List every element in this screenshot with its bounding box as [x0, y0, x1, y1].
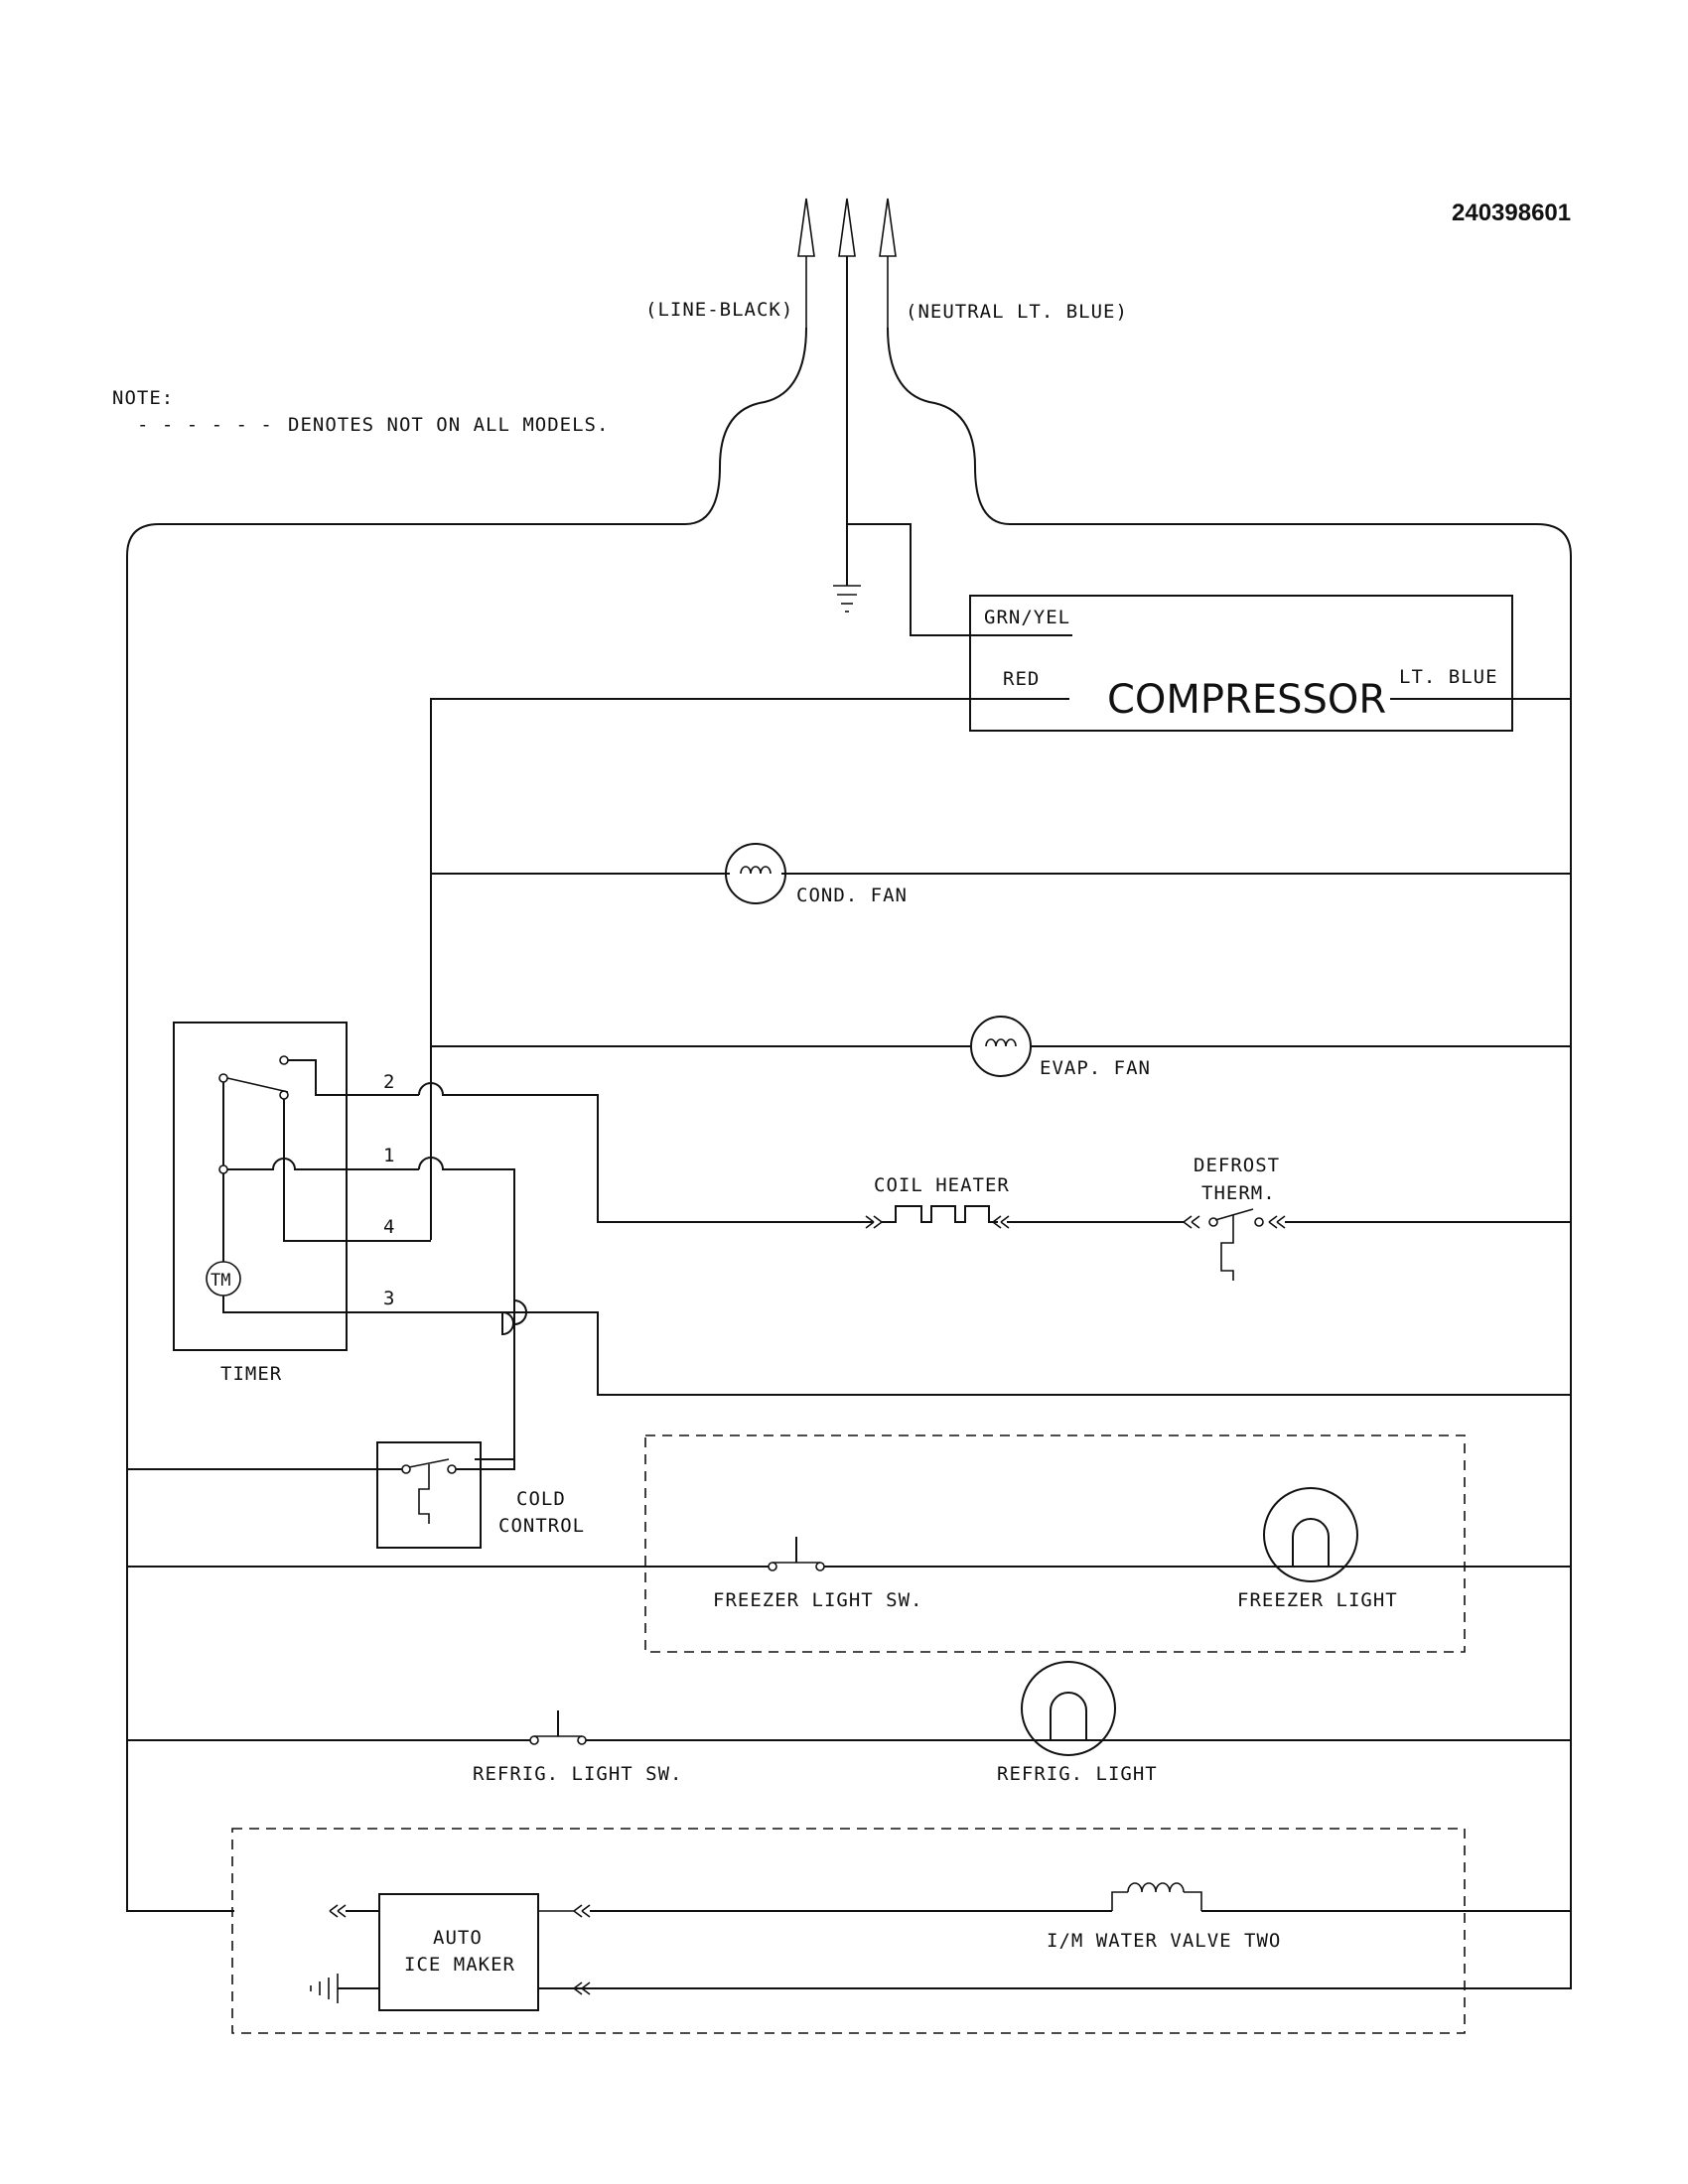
cold-control-label-line1: COLD	[516, 1488, 566, 1510]
neutral-label: (NEUTRAL LT. BLUE)	[906, 301, 1128, 323]
timer-label: TIMER	[220, 1363, 282, 1385]
neutral-bus	[538, 327, 1572, 1989]
compressor-terminal-red: RED	[1003, 668, 1040, 690]
refrig-light-switch: REFRIG. LIGHT SW.	[127, 1710, 682, 1785]
refrig-light-switch-label: REFRIG. LIGHT SW.	[473, 1763, 682, 1785]
compressor: COMPRESSOR GRN/YEL RED LT. BLUE	[969, 595, 1571, 732]
timer-terminal-1: 1	[383, 1145, 395, 1166]
timer-terminal-2: 2	[383, 1071, 395, 1093]
ground-symbol	[833, 256, 1072, 636]
ice-maker-label-line1: AUTO	[433, 1927, 483, 1949]
evap-fan: EVAP. FAN	[970, 1016, 1151, 1079]
freezer-light: FREEZER LIGHT	[1237, 1487, 1398, 1611]
distribution-wire	[430, 698, 1069, 1240]
neutral-arrow	[879, 198, 897, 257]
cond-fan-label: COND. FAN	[796, 885, 908, 906]
timer-motor-label: TM	[211, 1271, 230, 1291]
timer-terminal-3: 3	[383, 1288, 395, 1309]
refrig-light: REFRIG. LIGHT	[997, 1661, 1158, 1785]
defrost-therm-label-line2: THERM.	[1201, 1182, 1276, 1204]
cold-control: COLD CONTROL	[127, 1441, 585, 1549]
timer: TIMER TM 2 1 4 3	[173, 1022, 514, 1385]
note-text: DENOTES NOT ON ALL MODELS.	[288, 414, 609, 436]
cond-fan: COND. FAN	[725, 843, 908, 906]
supply-arrows	[797, 198, 897, 328]
cold-control-label-line2: CONTROL	[498, 1515, 585, 1537]
refrig-light-label: REFRIG. LIGHT	[997, 1763, 1158, 1785]
ground-arrow	[838, 198, 856, 257]
coil-heater: COIL HEATER	[865, 1174, 1010, 1229]
ice-maker-ground	[310, 1974, 379, 2003]
defrost-thermostat: DEFROST THERM.	[1183, 1155, 1286, 1281]
line-bus	[126, 327, 807, 1912]
ice-maker-label-line2: ICE MAKER	[404, 1954, 515, 1976]
water-valve-label: I/M WATER VALVE TWO	[1047, 1930, 1281, 1952]
note-block: NOTE: - - - - - - DENOTES NOT ON ALL MOD…	[112, 387, 609, 436]
note-dashes: - - - - - -	[137, 414, 273, 436]
note-heading: NOTE:	[112, 387, 174, 409]
timer-terminal-4: 4	[383, 1216, 395, 1238]
compressor-label: COMPRESSOR	[1107, 677, 1386, 723]
line-label: (LINE-BLACK)	[645, 299, 793, 321]
document-number: 240398601	[1452, 200, 1571, 226]
compressor-terminal-grn-yel: GRN/YEL	[984, 607, 1070, 628]
coil-heater-label: COIL HEATER	[874, 1174, 1010, 1196]
freezer-light-switch: FREEZER LIGHT SW.	[127, 1537, 922, 1611]
water-valve: I/M WATER VALVE TWO	[1047, 1882, 1281, 1952]
compressor-terminal-lt-blue: LT. BLUE	[1399, 666, 1498, 688]
ice-maker-optional-box	[231, 1828, 1466, 2034]
line-arrow	[797, 198, 815, 257]
freezer-light-optional-box	[644, 1434, 1466, 1653]
evap-fan-label: EVAP. FAN	[1040, 1057, 1151, 1079]
defrost-therm-label-line1: DEFROST	[1194, 1155, 1280, 1176]
freezer-light-label: FREEZER LIGHT	[1237, 1589, 1398, 1611]
auto-ice-maker: AUTO ICE MAKER	[310, 1893, 591, 2011]
freezer-light-switch-label: FREEZER LIGHT SW.	[713, 1589, 922, 1611]
